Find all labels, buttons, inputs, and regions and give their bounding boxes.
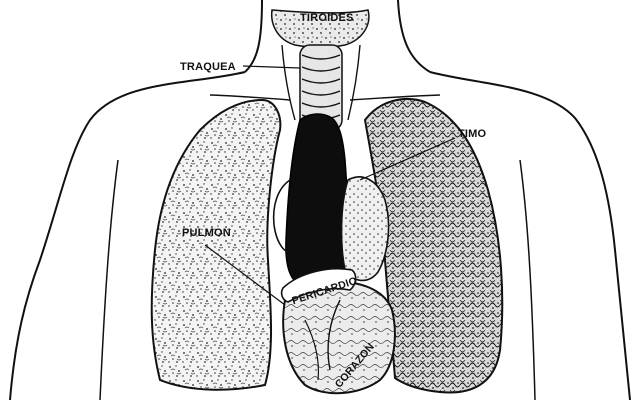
label-timo: TIMO [458,128,487,140]
great-vessels [286,114,348,288]
neck-structures [272,10,369,130]
thymus [342,177,389,281]
collar-right [350,95,440,100]
label-pulmon: PULMON [182,227,231,239]
label-tiroides: TIROIDES [300,12,354,24]
neck-vessel-right [348,45,360,120]
left-lung [152,100,281,390]
left-arm-line [100,160,118,400]
right-arm-line [520,160,535,400]
neck-left-edge [245,0,262,72]
neck-vessel-left [282,45,295,120]
neck-right-edge [398,0,430,72]
collar-left [210,95,290,100]
label-traquea: TRAQUEA [180,61,236,73]
traquea-leader [243,66,300,68]
